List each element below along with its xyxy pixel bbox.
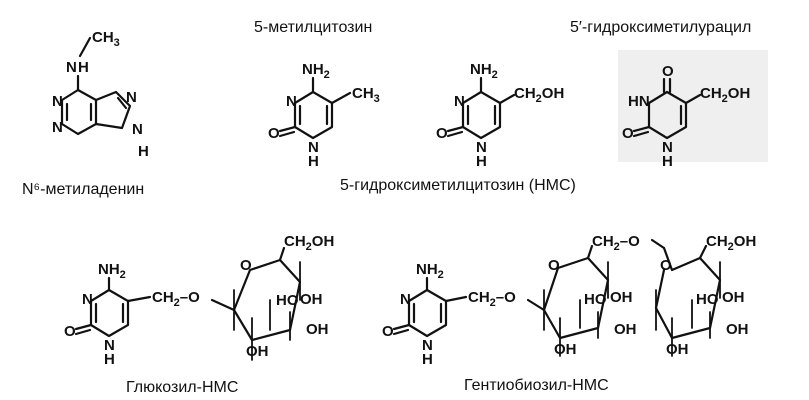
methylene-label: CH2–O (152, 289, 200, 309)
amino-label: NH2 (302, 61, 330, 81)
n1-label: N (422, 337, 433, 354)
caption-glucosyl-hmc: Глюкозил-НМС (126, 379, 238, 396)
n1-label: N (104, 337, 115, 354)
hydroxymethyl-label: CH2OH (706, 233, 756, 253)
gentiobiosyl-hmc-structure: NH2 O N N H CH2–O O CH2–O HO OH OH OH O (382, 233, 756, 368)
h1-label: H (104, 351, 115, 368)
hydroxyl-label: OH (554, 341, 577, 358)
n1-label: N (662, 139, 673, 156)
nh-label: NH (66, 59, 89, 76)
oxygen-label: O (436, 125, 448, 142)
bridge-label: CH2–O (592, 233, 640, 253)
methyl-label: CH3 (352, 85, 380, 105)
n6-methyladenine-structure: CH3 NH N N N N H (52, 29, 149, 160)
hydroxyl-label: OH (306, 321, 329, 338)
n9-label: N (132, 121, 143, 138)
oxygen-label: O (382, 323, 394, 340)
hydroxyl-label: HO (584, 291, 607, 308)
ring-oxygen-label: O (660, 257, 672, 274)
caption-gentiobiosyl-hmc: Гентиобиозил-НМС (464, 377, 609, 394)
n3-label: N (454, 93, 465, 110)
hmu-background (618, 50, 768, 162)
oxygen-label: O (622, 125, 634, 142)
h9-label: H (138, 143, 149, 160)
oxygen-label: O (64, 323, 76, 340)
hydroxyl-label: OH (300, 291, 323, 308)
n1-label: N (476, 139, 487, 156)
hydroxymethyl-label: CH2OH (514, 85, 564, 105)
hydroxyl-label: OH (614, 321, 637, 338)
hydroxyl-label: OH (246, 343, 269, 360)
h1-label: H (476, 153, 487, 170)
n3-label: N (286, 93, 297, 110)
methylene-label: CH2–O (468, 289, 516, 309)
oxygen-label: O (268, 125, 280, 142)
ring-oxygen-label: O (548, 257, 560, 274)
hydroxyl-label: OH (722, 289, 745, 306)
caption-hmc: 5-гидроксиметилцитозин (НМС) (340, 177, 576, 194)
glucosyl-hmc-structure: NH2 O N N H CH2–O O CH2OH HO OH OH OH (64, 233, 334, 368)
h1-label: H (308, 153, 319, 170)
n1-label: N (308, 139, 319, 156)
amino-label: NH2 (416, 261, 444, 281)
n3-label: N (400, 291, 411, 308)
n7-label: N (126, 89, 137, 106)
hydroxyl-label: OH (610, 289, 633, 306)
hmc-structure: NH2 CH2OH O N N H (436, 61, 564, 170)
n1-label: N (52, 93, 63, 110)
amino-label: NH2 (98, 261, 126, 281)
amino-label: NH2 (470, 61, 498, 81)
hydroxyl-label: OH (726, 321, 749, 338)
caption-n6-methyladenine: N⁶-метиладенин (22, 181, 144, 198)
n3-label: N (82, 291, 93, 308)
ring-oxygen-label: O (240, 257, 252, 274)
hydroxyl-label: HO (276, 292, 299, 309)
n3-label: N (52, 119, 63, 136)
h1-label: H (662, 153, 673, 170)
hydroxymethyl-label: CH2OH (284, 233, 334, 253)
h1-label: H (422, 351, 433, 368)
methylcytosine-structure: NH2 CH3 O N N H (268, 61, 380, 170)
caption-methylcytosine: 5-метилцитозин (254, 19, 372, 36)
n3-label: HN (628, 93, 650, 110)
hydroxyl-label: HO (696, 291, 719, 308)
methyl-label: CH3 (92, 29, 120, 49)
hydroxymethyl-label: CH2OH (700, 85, 750, 105)
caption-hmu: 5′-гидроксиметилурацил (570, 19, 751, 36)
hydroxyl-label: OH (666, 341, 689, 358)
hmu-structure: O CH2OH O HN N H (622, 63, 750, 170)
oxygen-label: O (662, 63, 674, 80)
